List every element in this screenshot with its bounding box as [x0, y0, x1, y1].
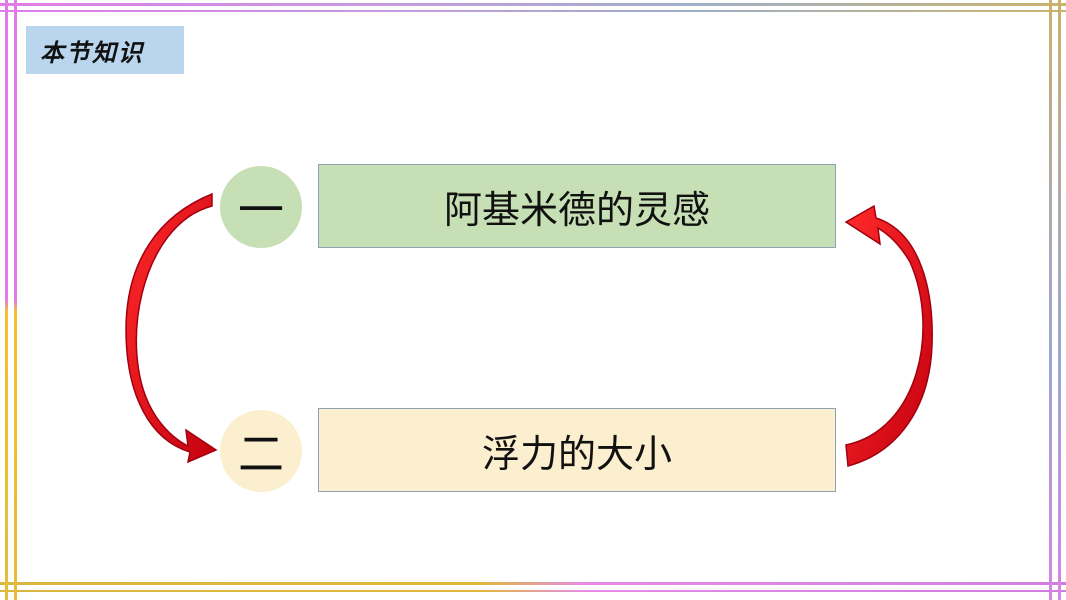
frame-bottom-outer [0, 590, 1066, 592]
frame-right-inner [1049, 0, 1052, 600]
section-tag: 本节知识 [26, 26, 184, 74]
frame-right-outer [1058, 0, 1061, 600]
frame-left-outer [5, 0, 8, 600]
frame-top-inner [0, 10, 1066, 12]
arrow-left-down [125, 192, 218, 464]
frame-left-inner [14, 0, 17, 600]
item-number-2: 二 [220, 410, 302, 492]
item-title-1[interactable]: 阿基米德的灵感 [318, 164, 836, 248]
arrow-right-up [844, 204, 933, 467]
item-number-1: 一 [220, 166, 302, 248]
item-title-2[interactable]: 浮力的大小 [318, 408, 836, 492]
frame-bottom-inner [0, 582, 1066, 585]
frame-top-outer [0, 3, 1066, 6]
